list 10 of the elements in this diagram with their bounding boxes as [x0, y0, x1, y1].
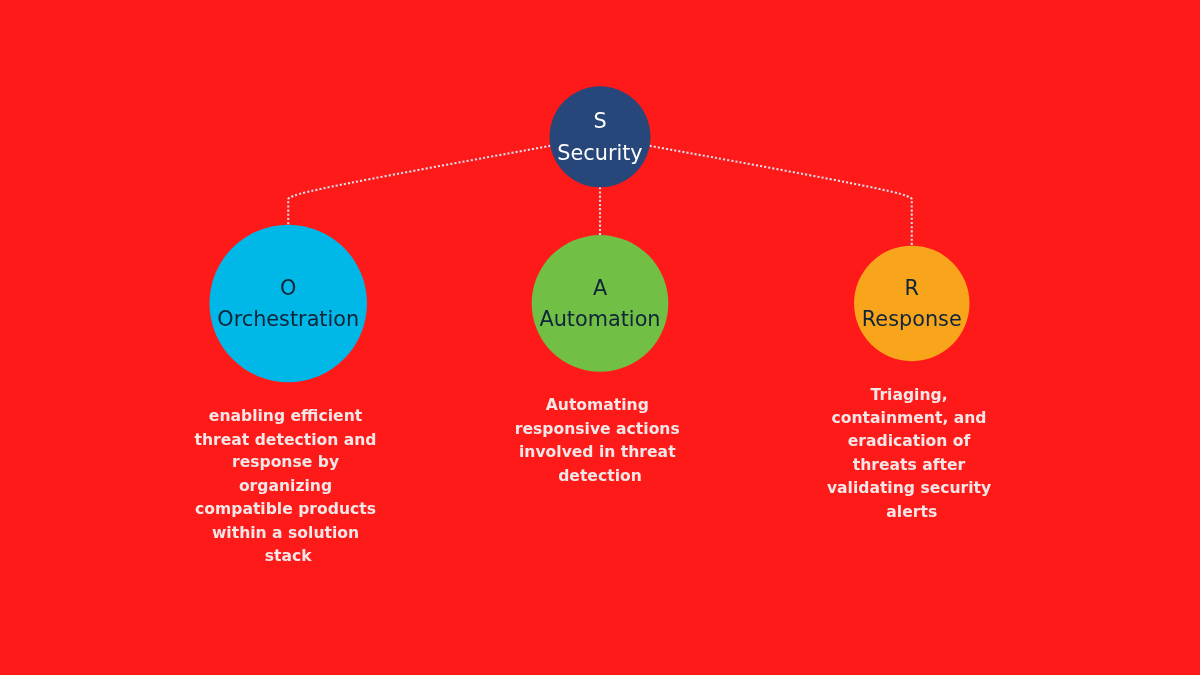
node-circle: S Security: [549, 85, 651, 187]
node-circle: A Automation: [531, 234, 669, 372]
node-circle: O Orchestration: [209, 224, 367, 382]
node-label: Triaging, containment, and eradication of threats after validating security alerts: [826, 384, 992, 521]
connector: [287, 144, 551, 225]
node-label: Automating responsive actions involved in threat detection: [514, 395, 680, 485]
connector: [649, 144, 913, 246]
connector: [598, 186, 602, 235]
node-circle: R Response: [854, 245, 970, 361]
node-label: enabling efficient threat detection and response by organizing compatible products within a solution stack: [194, 405, 377, 565]
